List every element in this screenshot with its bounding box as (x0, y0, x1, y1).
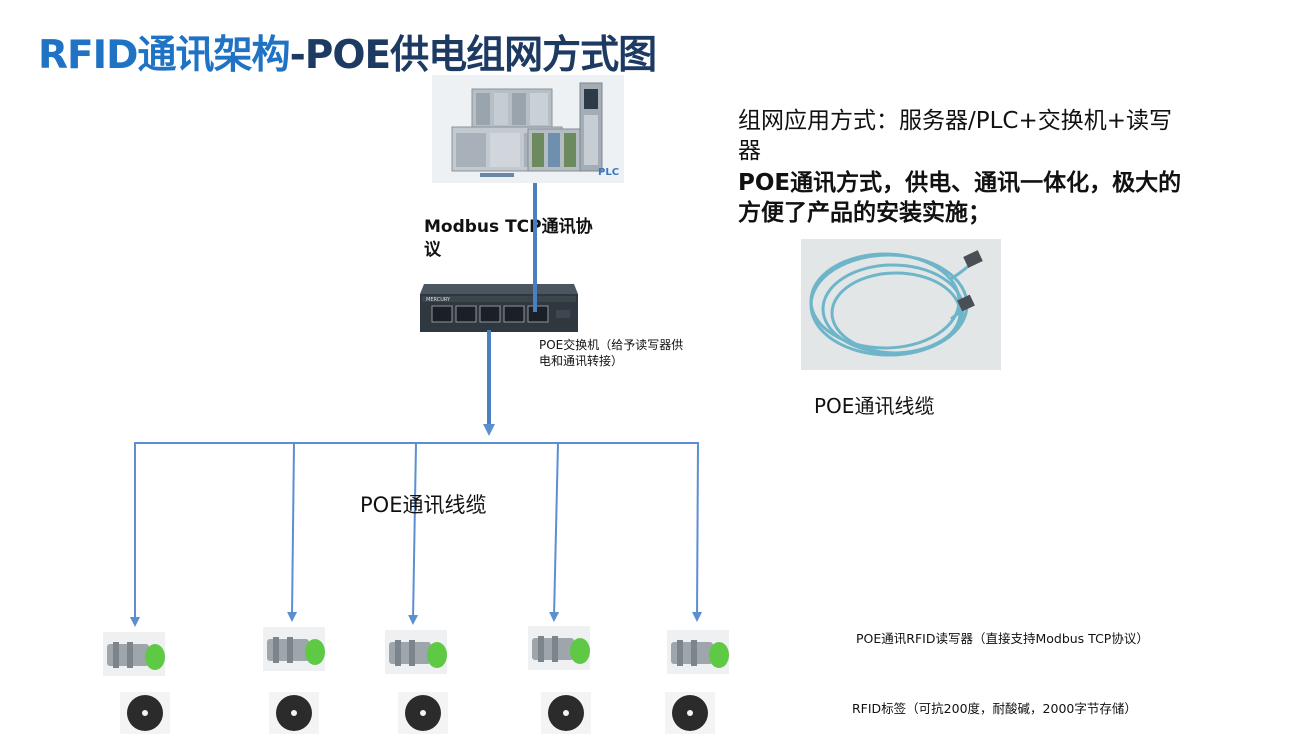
network-mode-text: 组网应用方式：服务器/PLC+交换机+读写器 (738, 108, 1173, 164)
rfid-tag-3 (398, 692, 448, 734)
drop-line-2 (287, 442, 298, 622)
drop-line-4 (549, 442, 560, 622)
rfid-reader-4 (528, 626, 590, 670)
title-part-poe: -POE供电组网方式图 (289, 33, 658, 78)
rfid-reader-caption: POE通讯RFID读写器（直接支持Modbus TCP协议） (856, 631, 1149, 646)
switch-brand-text: MERCURY (426, 297, 451, 303)
rfid-tag-4 (541, 692, 591, 734)
plc-image (432, 75, 624, 183)
poe-switch-image: MERCURY (418, 280, 580, 336)
switch-caption: POE交换机（给予读写器供电和通讯转接） (539, 338, 684, 368)
drop-line-5 (692, 442, 703, 622)
rfid-tag-1 (120, 692, 170, 734)
rfid-tag-2 (269, 692, 319, 734)
rfid-tag-5 (665, 692, 715, 734)
page-title: RFID通讯架构-POE供电组网方式图 (38, 24, 658, 80)
cable-caption: POE通讯线缆 (814, 394, 935, 418)
rfid-tag-caption: RFID标签（可抗200度，耐酸碱，2000字节存储） (852, 701, 1137, 716)
rfid-reader-3 (385, 630, 447, 674)
rfid-reader-1 (103, 632, 165, 676)
title-part-rfid: RFID通讯架构 (38, 33, 291, 78)
drop-line-3 (408, 442, 419, 625)
modbus-protocol-label: Modbus TCP通讯协议 (424, 217, 593, 260)
bus-cable-caption: POE通讯线缆 (360, 493, 487, 517)
rfid-reader-2 (263, 627, 325, 671)
plc-label: PLC (598, 167, 620, 178)
rfid-reader-5 (667, 630, 729, 674)
poe-benefit-text: POE通讯方式，供电、通讯一体化，极大的方便了产品的安装实施； (738, 170, 1182, 226)
poe-cable-image (801, 239, 1001, 370)
